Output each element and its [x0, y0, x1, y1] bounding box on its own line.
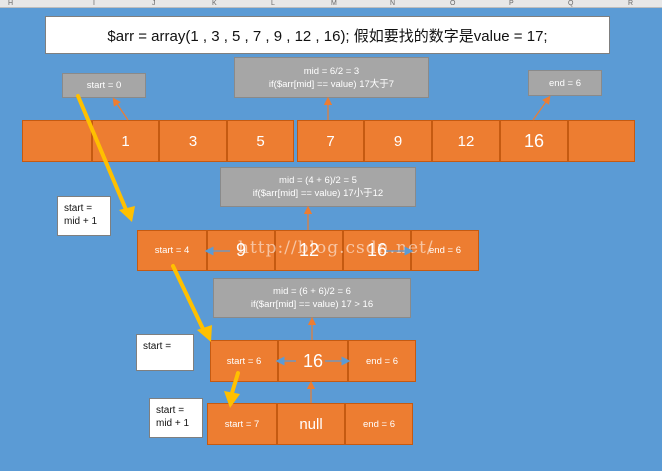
mid-comparison: if($arr[mid] == value) 17小于12	[252, 188, 384, 199]
start-cell-step4: start = 7	[207, 403, 277, 445]
start-update-note-step2: start = mid + 1	[57, 196, 111, 236]
column-header: M	[331, 0, 337, 7]
start-cell-step3: start = 6	[210, 340, 278, 382]
end-label-step1: end = 6	[528, 70, 602, 96]
column-header: O	[450, 0, 456, 7]
watermark: http://blog.csdn.net/	[238, 238, 434, 258]
column-header-strip: H I J K L M N O P Q R	[0, 0, 662, 8]
pointer-arrow	[112, 97, 129, 121]
column-header: K	[212, 0, 217, 7]
mid-note-step1: mid = 6/2 = 3 if($arr[mid] == value) 17大…	[234, 57, 429, 98]
start-cell-step2: start = 4	[137, 230, 207, 271]
mid-formula: mid = 6/2 = 3	[303, 65, 360, 77]
note-line: mid + 1	[64, 216, 98, 227]
start-update-note-step3: start =	[136, 334, 194, 371]
yellow-flow-arrow	[171, 264, 206, 333]
note-line: start =	[64, 203, 93, 214]
column-header: Q	[568, 0, 574, 7]
column-header: P	[509, 0, 514, 7]
end-label-text: end = 6	[549, 77, 581, 89]
array-cell-empty	[22, 120, 92, 162]
array-cell: 5	[227, 120, 294, 162]
array-cell: 1	[92, 120, 159, 162]
array-cell: 12	[432, 120, 500, 162]
end-cell-step3: end = 6	[348, 340, 416, 382]
array-cell-mid: 7	[297, 120, 364, 162]
note-line: mid + 1	[156, 418, 190, 429]
note-line: start =	[143, 341, 172, 352]
mid-formula: mid = (4 + 6)/2 = 5	[279, 175, 357, 186]
mid-comparison: if($arr[mid] == value) 17 > 16	[250, 299, 374, 310]
array-cell: 3	[159, 120, 227, 162]
column-header: R	[628, 0, 634, 7]
note-line: start =	[156, 405, 185, 416]
array-cell-mid: 16	[278, 340, 348, 382]
start-label-text: start = 0	[86, 80, 122, 91]
array-definition-title: $arr = array(1 , 3 , 5 , 7 , 9 , 12 , 16…	[45, 16, 610, 54]
array-cell: 9	[364, 120, 432, 162]
column-header: L	[271, 0, 275, 7]
array-cell-mid: 12	[275, 230, 343, 271]
mid-comparison: if($arr[mid] == value) 17大于7	[268, 78, 395, 90]
end-cell-step2: end = 6	[411, 230, 479, 271]
start-label-step1: start = 0	[62, 73, 146, 98]
column-header: J	[152, 0, 156, 7]
mid-note-step3: mid = (6 + 6)/2 = 6 if($arr[mid] == valu…	[213, 278, 411, 318]
mid-formula: mid = (6 + 6)/2 = 6	[273, 286, 351, 297]
end-cell-step4: end = 6	[345, 403, 413, 445]
column-header: I	[93, 0, 95, 7]
yellow-arrowhead	[119, 206, 135, 222]
column-header: H	[8, 0, 14, 7]
column-header: N	[390, 0, 396, 7]
pointer-arrow	[532, 95, 551, 121]
mid-note-step2: mid = (4 + 6)/2 = 5 if($arr[mid] == valu…	[220, 167, 416, 207]
null-cell: null	[277, 403, 345, 445]
title-text: $arr = array(1 , 3 , 5 , 7 , 9 , 12 , 16…	[107, 27, 548, 45]
start-update-note-step4: start = mid + 1	[149, 398, 203, 438]
array-cell: 16	[500, 120, 568, 162]
array-cell-empty	[568, 120, 635, 162]
